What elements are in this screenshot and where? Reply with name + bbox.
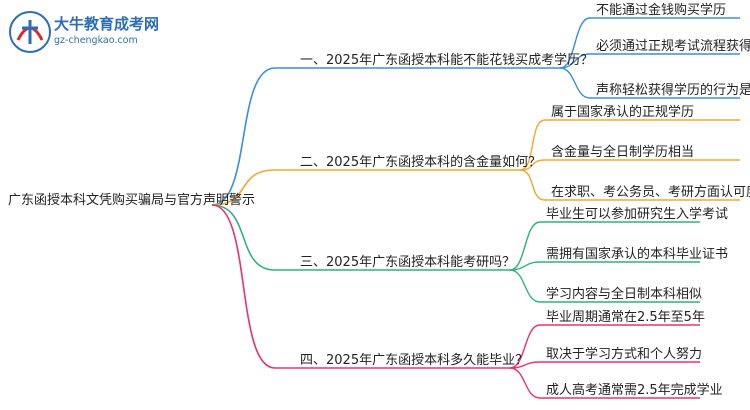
branch-topic-4: 四、2025年广东函授本科多久能毕业？ (300, 353, 529, 368)
child-connector-2-1 (519, 119, 546, 171)
branch-topic-3: 三、2025年广东函授本科能考研吗？ (300, 255, 516, 270)
logo: 大牛教育成考网 gz-chengkao.com (8, 10, 168, 54)
logo-url: gz-chengkao.com (54, 35, 138, 46)
child-connector-4-3 (509, 367, 541, 399)
child-connector-2-3 (519, 169, 546, 201)
child-topic-2-3: 在求职、考公务员、考研方面认可度高 (551, 185, 750, 200)
logo-name: 大牛教育成考网 (54, 15, 160, 33)
child-topic-4-3: 成人高考通常需2.5年完成学业 (546, 383, 723, 398)
child-connector-4-1 (509, 324, 541, 369)
child-connector-1-2 (559, 53, 591, 69)
child-connector-1-1 (559, 17, 591, 69)
child-topic-1-1: 不能通过金钱购买学历 (596, 3, 727, 18)
branch-connector-2 (211, 169, 276, 206)
child-topic-2-2: 含金量与全日制学历相当 (551, 145, 695, 160)
branch-topic-1: 一、2025年广东函授本科能不能花钱买成考学历？ (300, 53, 594, 68)
child-topic-1-3: 声称轻松获得学历的行为是诈骗 (596, 83, 750, 98)
child-connector-3-1 (509, 221, 541, 271)
child-topic-3-3: 学习内容与全日制本科相似 (546, 287, 703, 302)
child-topic-3-2: 需拥有国家承认的本科毕业证书 (546, 247, 729, 262)
child-connector-3-3 (509, 269, 541, 303)
child-topic-3-1: 毕业生可以参加研究生入学考试 (546, 207, 729, 222)
child-topic-2-1: 属于国家承认的正规学历 (551, 105, 695, 120)
child-topic-4-1: 毕业周期通常在2.5年至5年 (546, 310, 705, 325)
root-topic: 广东函授本科文凭购买骗局与官方声明警示 (8, 193, 256, 208)
child-connector-3-2 (509, 261, 541, 271)
child-topic-4-2: 取决于学习方式和个人努力 (546, 347, 703, 362)
child-connector-2-2 (519, 159, 546, 171)
branch-topic-2: 二、2025年广东函授本科的含金量如何？ (300, 155, 542, 170)
branch-connector-3 (211, 204, 276, 271)
branch-connector-4 (211, 204, 276, 369)
child-connector-1-3 (559, 67, 591, 99)
branch-connector-1 (211, 67, 276, 206)
child-topic-1-2: 必须通过正规考试流程获得 (596, 39, 750, 54)
logo-mark-icon (9, 11, 51, 53)
